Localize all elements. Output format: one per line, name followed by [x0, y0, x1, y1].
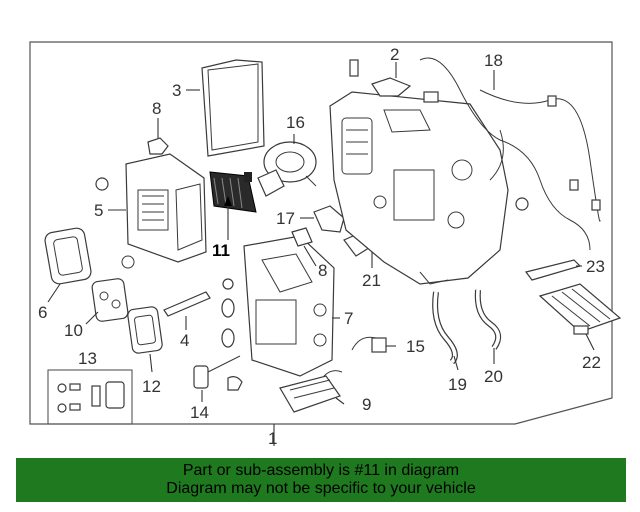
part-15-connector[interactable]: [351, 336, 387, 353]
callout-11[interactable]: 11: [212, 241, 230, 260]
part-19-hose[interactable]: [432, 291, 458, 365]
callout-1[interactable]: 1: [268, 429, 277, 448]
callout-17[interactable]: 17: [276, 209, 295, 228]
part-4-bracket[interactable]: [163, 291, 211, 317]
callout-16[interactable]: 16: [286, 113, 305, 132]
callout-19[interactable]: 19: [448, 375, 467, 394]
part-16-blower-motor[interactable]: [257, 141, 317, 197]
callout-5[interactable]: 5: [94, 201, 103, 220]
callout-21[interactable]: 21: [362, 271, 381, 290]
part-8-clip-lower[interactable]: [291, 227, 313, 247]
callout-20[interactable]: 20: [484, 367, 503, 386]
part-12-seal[interactable]: [127, 306, 163, 354]
main-hvac-case[interactable]: [329, 91, 529, 285]
callout-14[interactable]: 14: [190, 403, 209, 422]
part-18-wiring-harness[interactable]: [419, 57, 601, 251]
callout-8-top[interactable]: 8: [152, 99, 161, 118]
callout-8-lower[interactable]: 8: [318, 261, 327, 280]
callout-18[interactable]: 18: [484, 51, 503, 70]
part-3-filter[interactable]: [201, 59, 265, 157]
callout-2[interactable]: 2: [390, 45, 399, 64]
callout-4[interactable]: 4: [180, 331, 189, 350]
part-17-resistor[interactable]: [313, 205, 345, 233]
part-13-kit[interactable]: [47, 369, 133, 425]
callout-22[interactable]: 22: [582, 353, 601, 372]
callout-15[interactable]: 15: [406, 337, 425, 356]
part-22-evaporator[interactable]: [538, 283, 622, 335]
part-6-gasket[interactable]: [44, 227, 92, 285]
part-5-blower-housing[interactable]: [95, 153, 207, 269]
callout-10[interactable]: 10: [64, 321, 83, 340]
part-10-seal[interactable]: [91, 278, 129, 322]
part-7-heater-housing[interactable]: [221, 235, 335, 377]
info-banner: Part or sub-assembly is #11 in diagram D…: [16, 458, 626, 502]
part-20-hose[interactable]: [474, 289, 502, 350]
assembly-frame: [29, 41, 613, 425]
banner-line-2: Diagram may not be specific to your vehi…: [166, 480, 476, 497]
part-2-grommet[interactable]: [349, 59, 439, 103]
leader-lines: [47, 62, 595, 446]
callout-12[interactable]: 12: [142, 377, 161, 396]
banner-line-1: Part or sub-assembly is #11 in diagram: [182, 462, 460, 479]
callout-7[interactable]: 7: [344, 309, 353, 328]
callout-23[interactable]: 23: [586, 257, 605, 276]
callout-numbers: 3 8 5 6 10 4 13 12 14 11 16 17 8 7 9 2 1…: [38, 45, 605, 448]
part-8-clip-top[interactable]: [147, 137, 169, 155]
callout-6[interactable]: 6: [38, 303, 47, 322]
callout-13[interactable]: 13: [78, 349, 97, 368]
part-23-strip[interactable]: [524, 259, 582, 281]
part-14-sensor[interactable]: [193, 355, 243, 391]
callout-9[interactable]: 9: [362, 395, 371, 414]
callout-3[interactable]: 3: [172, 81, 181, 100]
part-11-cabin-filter[interactable]: [209, 171, 257, 213]
part-9-heater-core[interactable]: [279, 370, 343, 413]
